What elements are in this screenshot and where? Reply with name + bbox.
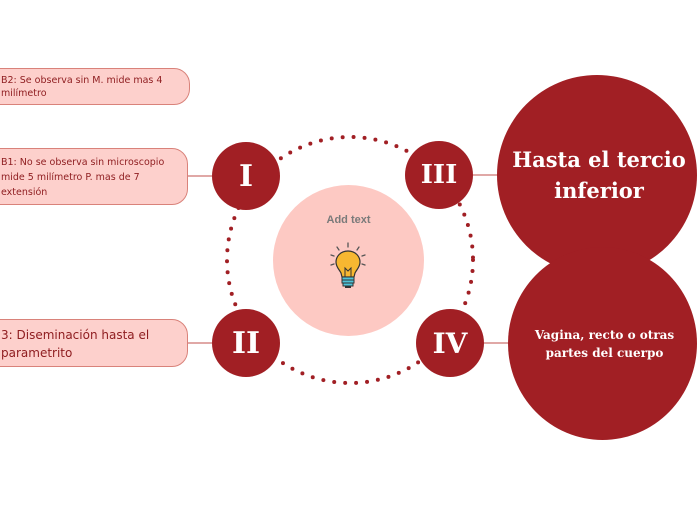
node-i[interactable]: I xyxy=(212,142,280,210)
pill-b3-text: 3: Diseminación hasta el parametrito xyxy=(1,328,150,360)
node-iv-label: IV xyxy=(432,326,468,360)
central-topic-label: Add text xyxy=(326,214,371,226)
node-iii-label: III xyxy=(420,160,458,190)
pill-b1[interactable]: B1: No se observa sin microscopio mide 5… xyxy=(0,148,188,205)
lightbulb-icon xyxy=(330,242,366,288)
dotted-ring xyxy=(225,135,475,385)
node-ii[interactable]: II xyxy=(212,309,280,377)
node-i-label: I xyxy=(238,158,254,194)
central-topic[interactable]: Add text xyxy=(273,185,424,336)
circle-tercio-inferior-text: Hasta el tercio inferior xyxy=(512,147,686,203)
node-iv[interactable]: IV xyxy=(416,309,484,377)
pill-b2[interactable]: B2: Se observa sin M. mide mas 4 milímet… xyxy=(0,68,190,105)
circle-vagina[interactable]: Vagina, recto o otras partes del cuerpo xyxy=(508,247,697,440)
node-iii[interactable]: III xyxy=(405,141,473,209)
node-ii-label: II xyxy=(231,325,261,361)
circle-vagina-text: Vagina, recto o otras partes del cuerpo xyxy=(534,327,675,360)
pill-b2-text: B2: Se observa sin M. mide mas 4 milímet… xyxy=(1,75,163,99)
pill-b1-text: B1: No se observa sin microscopio mide 5… xyxy=(1,157,165,198)
pill-b3[interactable]: 3: Diseminación hasta el parametrito xyxy=(0,319,188,367)
circle-tercio-inferior[interactable]: Hasta el tercio inferior xyxy=(497,75,697,275)
